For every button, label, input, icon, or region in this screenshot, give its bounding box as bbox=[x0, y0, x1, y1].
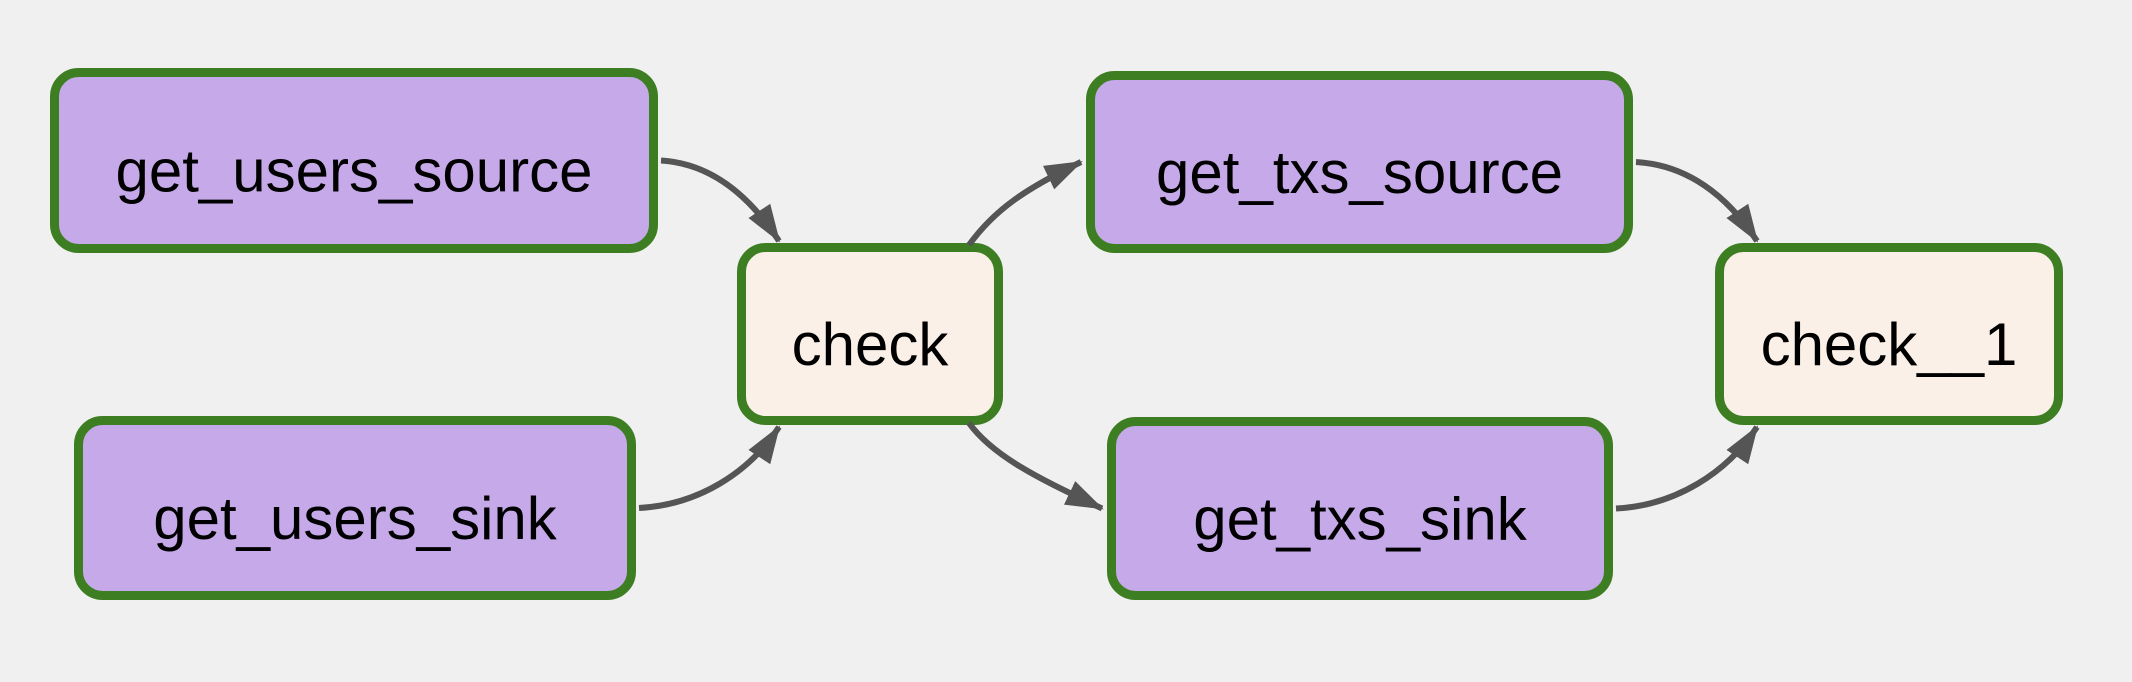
edge-get_users_source-to-check bbox=[660, 157, 782, 243]
edge-check-to-get_txs_sink bbox=[966, 421, 1104, 512]
node-check__1[interactable]: check__1 bbox=[1715, 243, 2063, 425]
task-node-shape bbox=[1086, 71, 1633, 253]
check-node-shape bbox=[1715, 243, 2063, 425]
task-node-shape bbox=[1107, 417, 1613, 600]
node-label: check__1 bbox=[1761, 311, 2018, 378]
node-get_users_source[interactable]: get_users_source bbox=[50, 68, 658, 253]
node-label: get_txs_source bbox=[1156, 139, 1563, 206]
node-get_users_sink[interactable]: get_users_sink bbox=[74, 416, 636, 600]
edge-get_txs_source-to-check__1 bbox=[1635, 159, 1760, 243]
node-label: check bbox=[792, 311, 950, 378]
node-check[interactable]: check bbox=[737, 243, 1003, 425]
node-label: get_users_sink bbox=[153, 485, 558, 552]
edge-check-to-get_txs_source bbox=[966, 159, 1083, 247]
edge-get_txs_sink-to-check__1 bbox=[1615, 425, 1760, 512]
node-get_txs_sink[interactable]: get_txs_sink bbox=[1107, 417, 1613, 600]
node-get_txs_source[interactable]: get_txs_source bbox=[1086, 71, 1633, 253]
node-label: get_users_source bbox=[116, 138, 593, 205]
task-node-shape bbox=[50, 68, 658, 253]
task-node-shape bbox=[74, 416, 636, 600]
check-node-shape bbox=[737, 243, 1003, 425]
node-label: get_txs_sink bbox=[1193, 486, 1528, 553]
edge-get_users_sink-to-check bbox=[638, 425, 782, 511]
